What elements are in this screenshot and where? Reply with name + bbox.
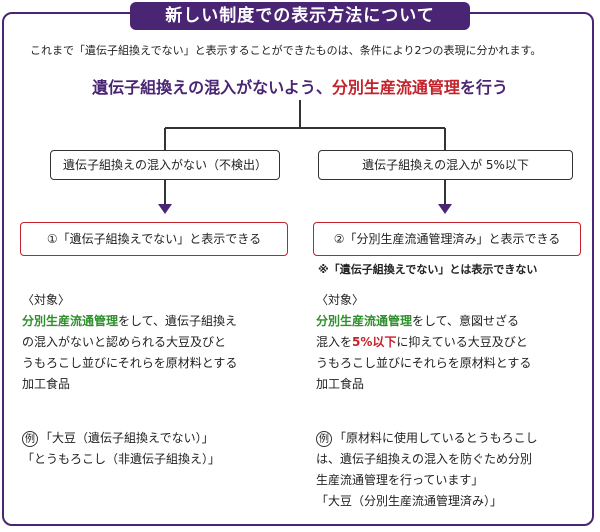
right-arrow-head	[438, 204, 452, 214]
condition-right-box: 遺伝子組換えの混入が 5%以下	[318, 150, 573, 180]
right-example-line4: 「大豆（分別生産流通管理済み）」	[316, 494, 503, 508]
intro-text: これまで「遺伝子組換えでない」と表示することができたものは、条件により2つの表現…	[30, 44, 542, 57]
result-left-box: ①「遺伝子組換えでない」と表示できる	[20, 222, 288, 256]
headline-highlight: 分別生産流通管理	[331, 78, 460, 97]
headline-part1: 遺伝子組換えの混入がないよう、	[92, 78, 332, 97]
right-target-line2-post: に抑えている大豆及びと	[396, 335, 528, 349]
left-target-heading: 〈対象〉	[22, 293, 71, 307]
right-target-line1: をして、意図せざる	[412, 314, 520, 328]
right-example-block: 例「原材料に使用しているとうもろこし は、遺伝子組換えの混入を防ぐため分別 生産…	[316, 428, 591, 512]
right-target-block: 〈対象〉 分別生産流通管理をして、意図せざる 混入を5%以下に抑えている大豆及び…	[316, 290, 586, 395]
left-arrow-head	[158, 204, 172, 214]
left-target-line3: うもろこし並びにそれらを原材料とする	[22, 356, 238, 370]
example-mark-left: 例	[22, 430, 38, 447]
right-target-line4: 加工食品	[316, 377, 365, 391]
right-target-green: 分別生産流通管理	[316, 314, 413, 328]
left-target-green: 分別生産流通管理	[22, 314, 119, 328]
headline: 遺伝子組換えの混入がないよう、分別生産流通管理を行う	[0, 74, 600, 98]
left-example-line2: 「とうもろこし（非遺伝子組換え）」	[22, 452, 221, 466]
headline-part3: を行う	[459, 78, 508, 97]
right-example-line3: 生産流通管理を行っています」	[316, 473, 484, 487]
right-target-line2-pre: 混入を	[316, 335, 353, 349]
left-target-line2: の混入がないと認められる大豆及びと	[22, 335, 227, 349]
right-example-line1: 「原材料に使用しているとうもろこし	[334, 431, 538, 445]
left-target-block: 〈対象〉 分別生産流通管理をして、遺伝子組換え の混入がないと認められる大豆及び…	[22, 290, 292, 395]
result-right-box: ②「分別生産流通管理済み」と表示できる	[313, 222, 581, 256]
left-example-block: 例「大豆（遺伝子組換えでない）」 「とうもろこし（非遺伝子組換え）」	[22, 428, 292, 470]
right-target-line2-red: 5%以下	[352, 335, 397, 349]
left-example-line1: 「大豆（遺伝子組換えでない）」	[40, 431, 214, 445]
right-target-line3: うもろこし並びにそれらを原材料とする	[316, 356, 532, 370]
example-mark-right: 例	[316, 430, 332, 447]
left-target-line1: をして、遺伝子組換え	[118, 314, 238, 328]
note-text: ※「遺伝子組換えでない」とは表示できない	[318, 263, 538, 276]
page-title: 新しい制度での表示方法について	[130, 2, 470, 30]
left-target-line4: 加工食品	[22, 377, 71, 391]
right-example-line2: は、遺伝子組換えの混入を防ぐため分別	[316, 452, 533, 466]
condition-left-box: 遺伝子組換えの混入がない（不検出）	[50, 150, 280, 180]
right-target-heading: 〈対象〉	[316, 293, 365, 307]
